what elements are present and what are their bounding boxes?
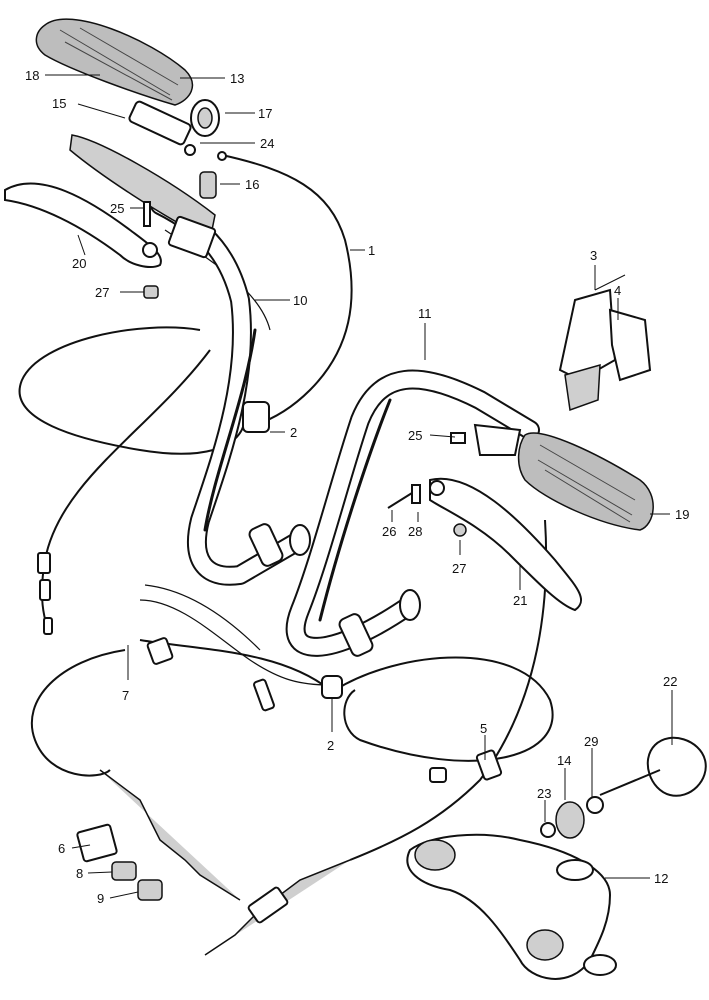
callout-18: 18 <box>25 68 39 83</box>
callout-12: 12 <box>654 871 668 886</box>
wire-harness <box>139 599 331 686</box>
callout-29: 29 <box>584 734 598 749</box>
callout-14: 14 <box>557 753 571 768</box>
clutch-cable-loop <box>18 326 246 455</box>
callout-19: 19 <box>675 507 689 522</box>
callout-16: 16 <box>245 177 259 192</box>
cable-clamp-2-lower <box>321 675 343 699</box>
callout-11: 11 <box>418 306 432 321</box>
callout-3: 3 <box>590 248 597 263</box>
speedo-cable-loop <box>30 649 126 777</box>
callout-13: 13 <box>230 71 244 86</box>
wire-harness-2 <box>144 584 261 651</box>
collar-8 <box>111 861 137 881</box>
nut-27-right <box>453 523 467 537</box>
cable-end-parts <box>37 552 241 901</box>
callout-2-upper: 2 <box>290 425 297 440</box>
clutch-lever <box>4 182 162 299</box>
throttle-cable <box>221 154 353 426</box>
callout-27-left: 27 <box>95 285 109 300</box>
callout-6: 6 <box>58 841 65 856</box>
callout-23: 23 <box>537 786 551 801</box>
knob-22 <box>646 736 707 797</box>
cable-clamp-2-upper <box>242 401 270 433</box>
lower-cable-end <box>204 859 351 956</box>
callout-8: 8 <box>76 866 83 881</box>
right-switch-3 <box>558 288 617 382</box>
brake-lever <box>387 432 582 612</box>
callout-15: 15 <box>52 96 66 111</box>
right-grip-assembly <box>473 288 654 531</box>
callout-20: 20 <box>72 256 86 271</box>
right-grip <box>517 432 654 531</box>
left-grip-assembly <box>35 18 227 199</box>
washer-29 <box>586 796 604 814</box>
brake-cable-loop <box>334 656 554 762</box>
brake-cable-down <box>349 519 548 861</box>
callout-24: 24 <box>260 136 274 151</box>
washer-14 <box>555 801 585 839</box>
left-cable-down <box>41 349 211 631</box>
nut-9 <box>137 879 163 901</box>
nut-27-left <box>143 285 159 299</box>
small-hardware <box>146 401 503 783</box>
handlebar-holder <box>406 736 707 980</box>
cable-adjuster-16 <box>199 171 217 199</box>
callout-9: 9 <box>97 891 104 906</box>
callout-10: 10 <box>293 293 307 308</box>
callout-25-right: 25 <box>408 428 422 443</box>
spring-6 <box>76 823 118 863</box>
callout-28: 28 <box>408 524 422 539</box>
handlebar <box>150 195 540 657</box>
callouts: 18 13 15 17 24 16 25 1 20 27 10 11 3 4 2… <box>25 68 689 906</box>
callout-2-lower: 2 <box>327 738 334 753</box>
callout-27-right: 27 <box>452 561 466 576</box>
callout-21: 21 <box>513 593 527 608</box>
callout-25-left: 25 <box>110 201 124 216</box>
left-switch-housing <box>69 134 217 259</box>
callout-22: 22 <box>663 674 677 689</box>
callout-4: 4 <box>614 283 621 298</box>
callout-5: 5 <box>480 721 487 736</box>
washer-23 <box>540 822 556 838</box>
callout-26: 26 <box>382 524 396 539</box>
right-switch-4 <box>608 308 652 382</box>
callout-1: 1 <box>368 243 375 258</box>
callout-7: 7 <box>122 688 129 703</box>
callout-17: 17 <box>258 106 272 121</box>
leader-lines <box>45 74 673 899</box>
throttle-housing <box>128 100 192 146</box>
